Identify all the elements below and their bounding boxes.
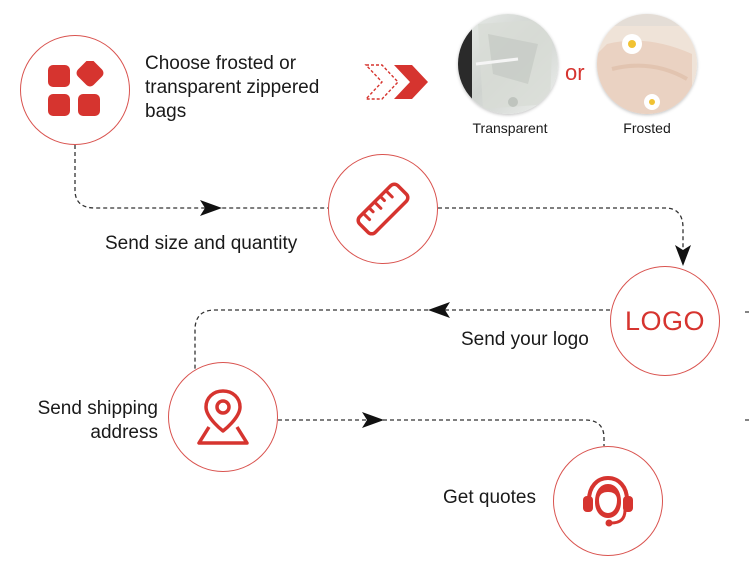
customer-service-headset-icon xyxy=(583,475,633,527)
quotes-circle xyxy=(553,446,663,556)
transparent-label: Transparent xyxy=(472,120,548,136)
frosted-bag-photo xyxy=(597,14,697,114)
or-text: or xyxy=(565,60,585,85)
size-circle xyxy=(328,154,438,264)
transparent-bag-photo xyxy=(458,14,558,114)
logo-step-text: Send your logo xyxy=(461,329,589,350)
choose-bags-circle xyxy=(20,35,130,145)
arrow-head-3 xyxy=(428,302,450,318)
double-chevron-icon xyxy=(364,64,428,100)
shipping-line2: address xyxy=(90,422,158,443)
connector-logo-to-shipping xyxy=(194,309,610,372)
quotes-text: Get quotes xyxy=(443,487,536,508)
size-text: Send size and quantity xyxy=(105,233,298,254)
choose-bags-line2: transparent zippered xyxy=(145,77,320,98)
shipping-line1: Send shipping xyxy=(37,398,158,419)
arrow-head-1 xyxy=(200,200,222,216)
logo-circle: LOGO xyxy=(610,266,720,376)
arrow-head-2 xyxy=(675,245,691,266)
shipping-text: Send shipping address xyxy=(18,397,158,445)
shipping-circle xyxy=(168,362,278,472)
connector-size-to-logo xyxy=(438,207,684,262)
ruler-icon xyxy=(356,182,410,236)
frosted-label: Frosted xyxy=(623,120,671,136)
choose-bags-text: Choose frosted or transparent zippered b… xyxy=(145,52,319,124)
choose-bags-line1: Choose frosted or xyxy=(145,53,297,74)
arrow-head-4 xyxy=(362,412,384,428)
location-pin-icon xyxy=(197,389,249,445)
connector-choose-to-size xyxy=(74,145,328,209)
logo-text: LOGO xyxy=(624,305,706,336)
app-grid-icon xyxy=(48,61,104,116)
choose-bags-line3: bags xyxy=(145,101,187,122)
connector-shipping-to-quotes xyxy=(278,419,605,446)
